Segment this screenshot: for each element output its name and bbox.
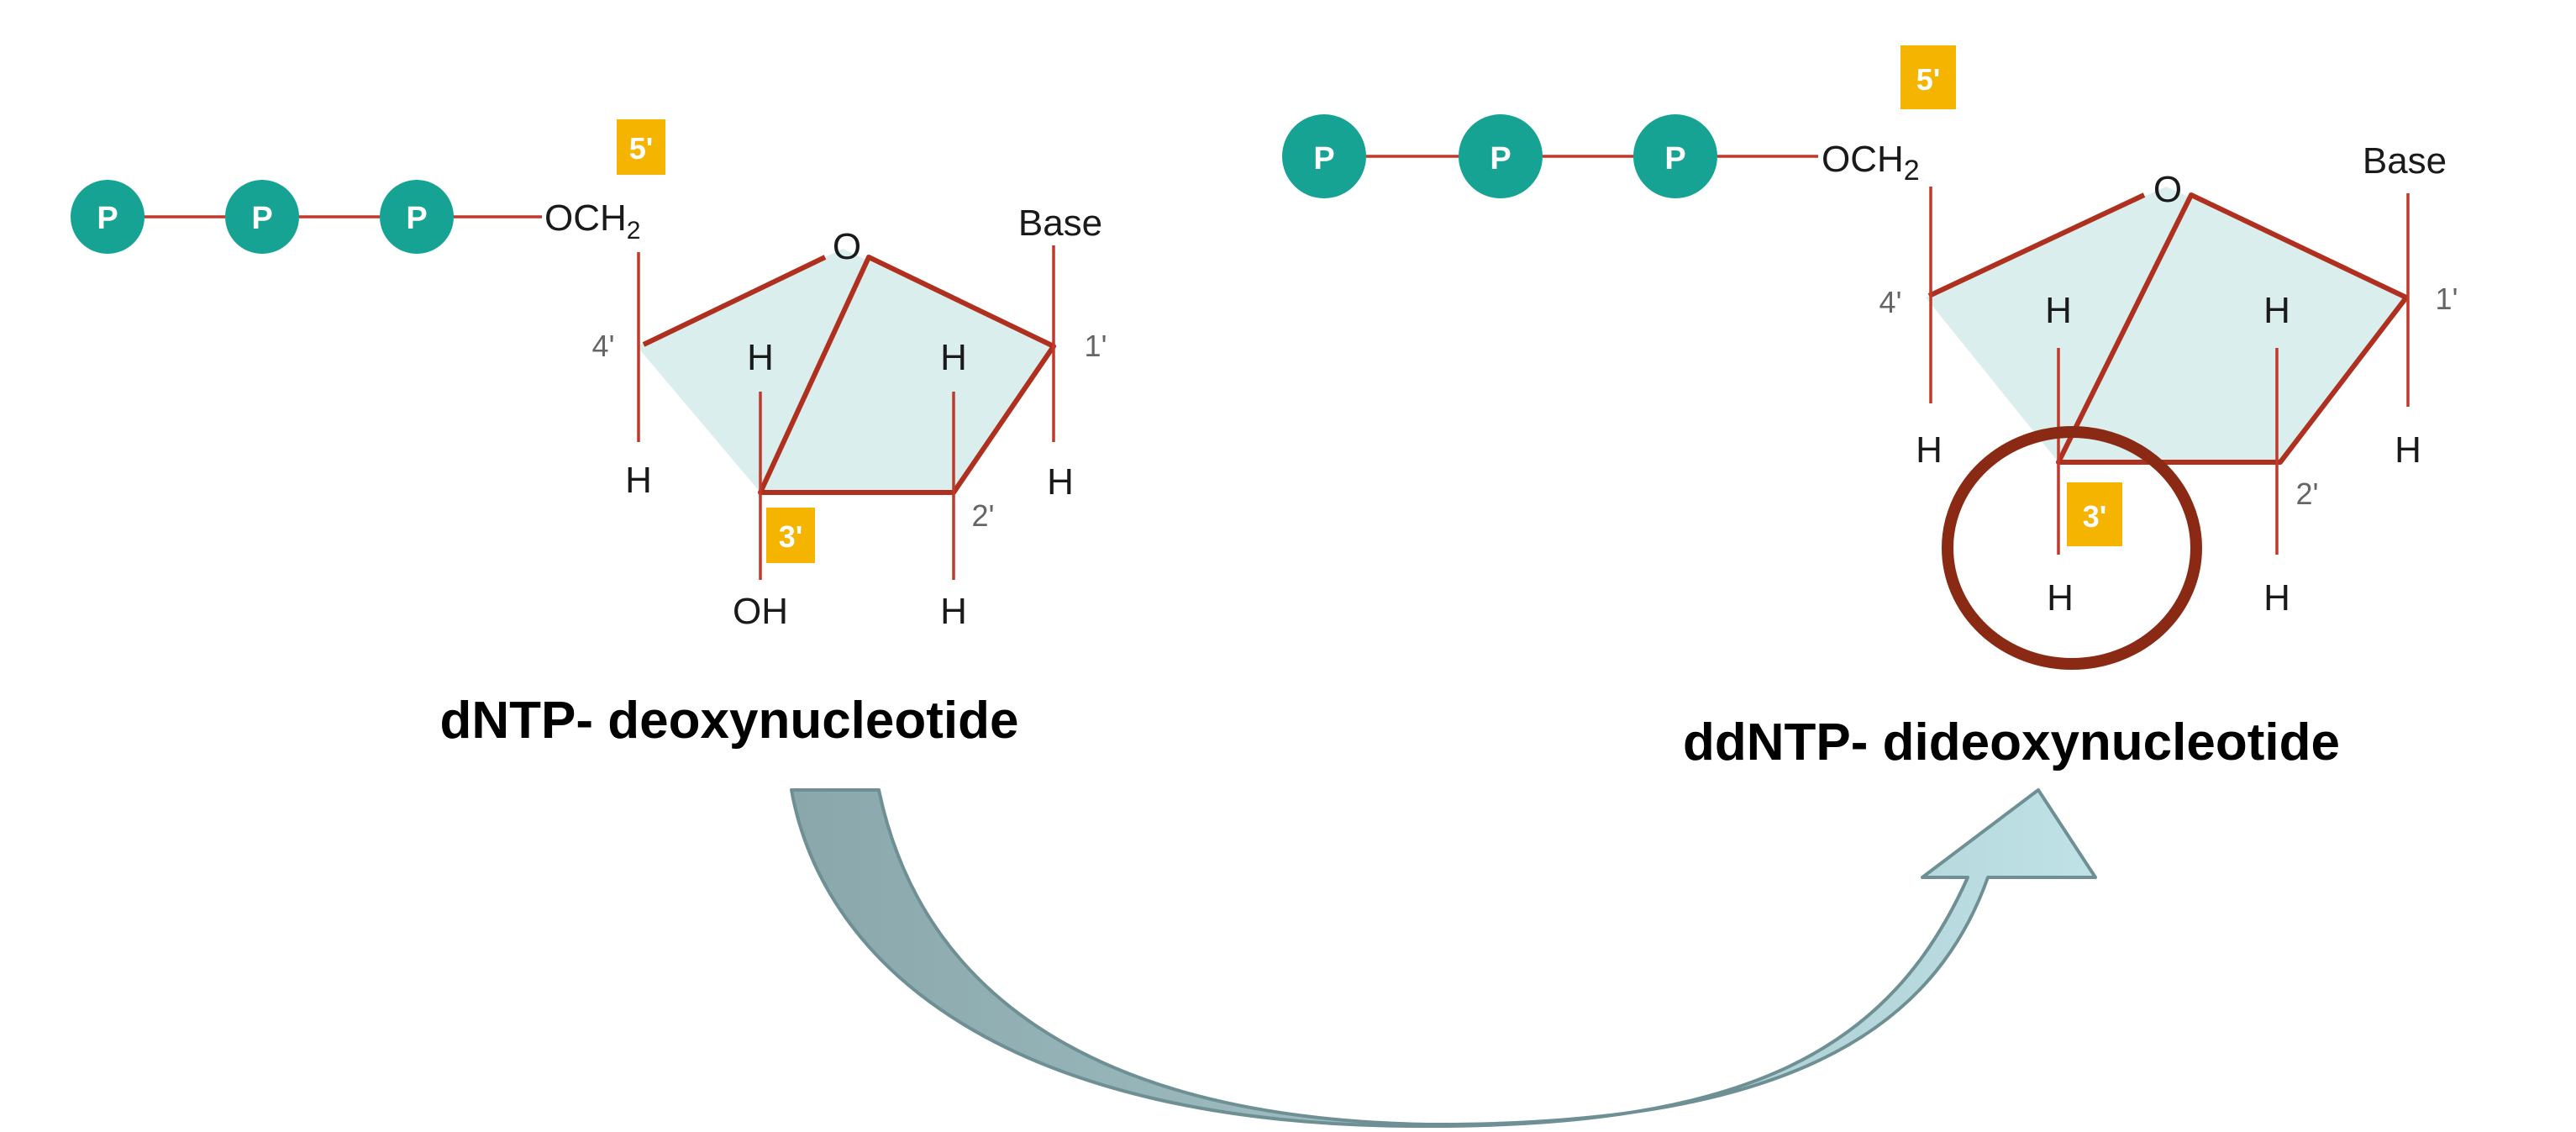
svg-text:P: P — [97, 201, 118, 236]
base-label: Base — [1018, 203, 1102, 244]
svg-text:P: P — [1490, 141, 1511, 176]
prime-3-badge: 3' — [2067, 482, 2122, 546]
c1-hydrogen: H — [1047, 461, 1074, 503]
och2-label: OCH2 — [544, 197, 640, 245]
svg-text:P: P — [1313, 141, 1334, 176]
c2-lower-hydrogen: H — [2263, 577, 2290, 619]
phosphate-group: P — [380, 180, 454, 254]
c2-upper-hydrogen: H — [2263, 290, 2290, 331]
c3-lower-hydrogen: H — [2047, 577, 2074, 619]
prime-3-badge: 3' — [766, 508, 815, 563]
carbon-2-number: 2' — [972, 498, 995, 533]
svg-text:5': 5' — [1916, 62, 1941, 97]
phosphate-group: P — [225, 180, 299, 254]
svg-text:P: P — [406, 201, 427, 236]
curved-arrow — [790, 788, 2097, 1129]
c3-upper-hydrogen: H — [2045, 290, 2072, 331]
c4-hydrogen: H — [625, 460, 652, 501]
ring-oxygen: O — [2153, 169, 2182, 210]
sugar-ring-fill — [1926, 187, 2406, 462]
prime-5-badge: 5' — [1900, 45, 1956, 109]
sugar-ring-outline — [1927, 192, 2409, 465]
base-label: Base — [2363, 140, 2447, 182]
carbon-2-number: 2' — [2296, 476, 2319, 511]
c3-upper-hydrogen: H — [747, 337, 774, 378]
ddntp-caption: ddNTP- dideoxynucleotide — [1683, 713, 2340, 771]
c1-hydrogen: H — [2395, 429, 2421, 471]
svg-text:3': 3' — [2083, 499, 2107, 534]
highlight-circle — [1942, 426, 2202, 670]
phosphate-group: P — [71, 180, 145, 254]
c4-hydrogen: H — [1916, 429, 1943, 471]
ddntp-molecule: P P P OCH2 5' O Base 4' 1' 2' H H H H H … — [1282, 45, 2458, 771]
carbon-4-number: 4' — [592, 329, 615, 363]
svg-text:P: P — [1664, 141, 1685, 176]
carbon-4-number: 4' — [1879, 285, 1902, 319]
c2-upper-hydrogen: H — [940, 337, 967, 378]
dntp-caption: dNTP- deoxynucleotide — [440, 692, 1019, 750]
och2-label: OCH2 — [1822, 139, 1920, 187]
svg-text:3': 3' — [779, 519, 803, 554]
c2-lower-hydrogen: H — [940, 591, 967, 632]
carbon-1-number: 1' — [1085, 329, 1107, 363]
svg-text:P: P — [251, 201, 272, 236]
svg-text:5': 5' — [629, 131, 654, 166]
phosphate-group: P — [1633, 114, 1717, 198]
c3-hydroxyl: OH — [733, 591, 788, 632]
phosphate-group: P — [1282, 114, 1366, 198]
dntp-molecule: P P P OCH2 5' O Base 4' 1' 2' H H H H — [71, 119, 1107, 750]
sugar-ring-fill — [637, 249, 1054, 492]
carbon-1-number: 1' — [2436, 282, 2458, 316]
prime-5-badge: 5' — [617, 119, 665, 175]
ring-oxygen: O — [833, 226, 861, 267]
phosphate-group: P — [1459, 114, 1543, 198]
